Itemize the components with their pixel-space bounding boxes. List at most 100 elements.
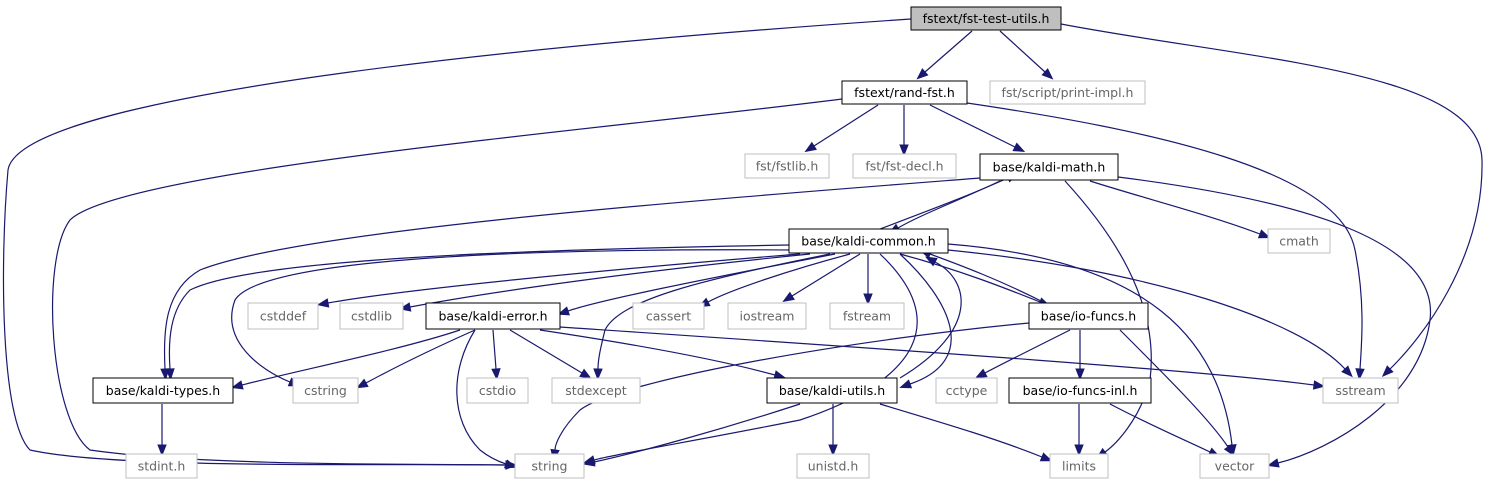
edge-arrowhead — [1074, 444, 1084, 457]
edge-line — [1064, 180, 1152, 453]
edge-rand-fst-to-kaldi-math — [929, 104, 1026, 153]
edge-arrowhead — [925, 256, 938, 267]
edge-io-funcs-to-kaldi-common — [919, 249, 1046, 304]
edge-kaldi-error-to-stdexcept — [509, 329, 592, 379]
edge-line — [492, 329, 497, 370]
node-cstddef: cstddef — [247, 302, 319, 330]
node-label: fst/fstlib.h — [756, 159, 819, 174]
node-fstlib: fst/fstlib.h — [744, 153, 830, 179]
node-box — [92, 377, 234, 404]
node-kaldi-common[interactable]: base/kaldi-common.h — [788, 228, 949, 254]
node-box — [339, 302, 404, 330]
node-label: fstream — [843, 309, 891, 324]
edge-line — [899, 253, 1041, 303]
node-box — [788, 228, 949, 254]
edge-line — [559, 326, 1315, 386]
edge-line — [879, 177, 1009, 230]
edge-line — [1117, 176, 1432, 464]
edge-kaldi-common-to-kaldi-types — [165, 244, 790, 381]
node-cstdio: cstdio — [466, 377, 529, 404]
node-label: fst/fst-decl.h — [865, 159, 943, 174]
node-label: base/io-funcs-inl.h — [1023, 383, 1138, 398]
node-label: base/kaldi-error.h — [438, 309, 547, 324]
edge-line — [51, 98, 843, 466]
node-kaldi-types[interactable]: base/kaldi-types.h — [92, 377, 234, 404]
edge-line — [168, 244, 790, 370]
node-kaldi-error[interactable]: base/kaldi-error.h — [425, 302, 561, 330]
edge-arrowhead — [582, 457, 596, 467]
edge-arrowhead — [899, 144, 909, 157]
node-label: base/kaldi-utils.h — [779, 383, 885, 398]
edge-arrowhead — [1041, 68, 1054, 80]
node-io-funcs[interactable]: base/io-funcs.h — [1028, 302, 1149, 330]
node-box — [727, 302, 807, 330]
edge-rand-fst-to-sstream — [966, 102, 1365, 381]
node-label: cstddef — [260, 309, 307, 324]
edge-arrowhead — [863, 293, 873, 306]
edge-kaldi-math-to-vector — [1117, 176, 1432, 468]
node-print-impl: fst/script/print-impl.h — [989, 80, 1146, 105]
edge-kaldi-math-to-kaldi-types — [160, 177, 981, 381]
node-fstream: fstream — [829, 302, 905, 330]
edges-layer — [2, 18, 1483, 470]
node-box — [829, 302, 905, 330]
edge-arrowhead — [491, 368, 501, 381]
node-box — [935, 377, 998, 404]
node-fst-test-utils[interactable]: fstext/fst-test-utils.h — [910, 6, 1062, 31]
edge-kaldi-math-to-cmath — [1089, 180, 1271, 239]
edge-line — [593, 403, 801, 463]
edge-line — [947, 243, 1233, 446]
node-box — [425, 302, 561, 330]
node-label: cmath — [1279, 234, 1319, 249]
node-box — [1049, 453, 1109, 479]
node-label: string — [532, 459, 568, 474]
edge-arrowhead — [804, 141, 817, 153]
node-label: cstdio — [479, 383, 516, 398]
node-box — [744, 153, 830, 179]
edge-arrowhead — [1341, 365, 1353, 378]
edge-kaldi-error-to-sstream — [559, 326, 1326, 390]
node-kaldi-math[interactable]: base/kaldi-math.h — [979, 153, 1119, 181]
node-box — [852, 153, 957, 179]
edge-line — [1119, 329, 1229, 448]
node-rand-fst[interactable]: fstext/rand-fst.h — [841, 80, 968, 105]
edge-arrowhead — [1381, 365, 1394, 377]
node-label: base/io-funcs.h — [1041, 309, 1136, 324]
edge-line — [707, 253, 851, 303]
node-label: base/kaldi-math.h — [993, 160, 1106, 175]
node-cstdlib: cstdlib — [339, 302, 404, 330]
node-box — [466, 377, 529, 404]
node-box — [1322, 377, 1399, 404]
edge-line — [539, 329, 776, 376]
edge-kaldi-common-to-string — [583, 253, 918, 465]
node-kaldi-utils[interactable]: base/kaldi-utils.h — [766, 377, 898, 404]
node-label: vector — [1215, 459, 1256, 474]
edge-line — [879, 403, 1043, 458]
edge-rand-fst-to-string — [51, 98, 843, 470]
node-box — [989, 80, 1146, 105]
node-vector: vector — [1199, 453, 1270, 479]
edge-kaldi-error-to-cstdio — [491, 329, 501, 381]
node-box — [910, 6, 1062, 31]
node-limits: limits — [1049, 453, 1109, 479]
node-box — [1199, 453, 1270, 479]
edge-line — [2, 18, 912, 466]
edge-arrowhead — [1039, 452, 1053, 462]
edge-arrowhead — [828, 444, 838, 457]
node-box — [551, 377, 641, 404]
edge-line — [327, 253, 801, 304]
node-box — [1267, 228, 1331, 254]
node-label: base/kaldi-common.h — [801, 234, 935, 249]
edge-line — [984, 329, 1071, 374]
edge-kaldi-types-to-stdint — [157, 404, 167, 457]
node-stdint: stdint.h — [125, 453, 198, 479]
edge-kaldi-utils-to-kaldi-common — [899, 256, 962, 379]
node-io-funcs-inl[interactable]: base/io-funcs-inl.h — [1008, 377, 1152, 404]
edge-line — [899, 253, 952, 385]
edge-line — [241, 329, 461, 386]
edge-arrowhead — [356, 378, 369, 389]
node-cmath: cmath — [1267, 228, 1331, 254]
node-box — [125, 453, 198, 479]
nodes-layer: fstext/fst-test-utils.h fstext/rand-fst.h… — [92, 6, 1399, 479]
edge-io-funcs-to-vector — [1119, 329, 1235, 457]
